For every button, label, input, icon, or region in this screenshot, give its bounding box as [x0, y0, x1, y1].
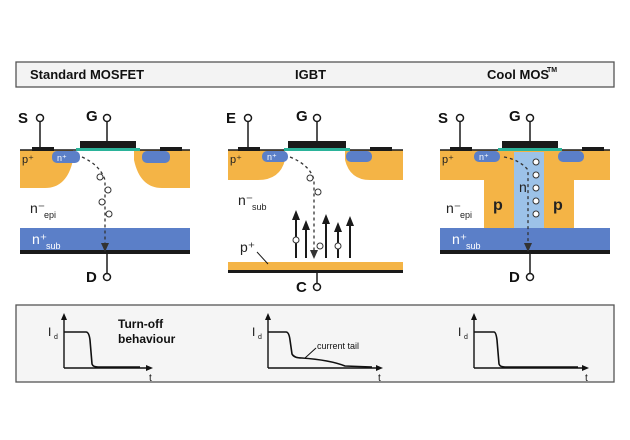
header-coolmos: Cool MOS	[487, 67, 549, 82]
mosfet-label-gate: G	[86, 108, 98, 125]
igbt-emitter-terminal	[243, 113, 253, 123]
coolmos-n-sub	[440, 228, 610, 250]
coolmos-label-drain: D	[509, 269, 520, 286]
mosfet-n-plus-left	[52, 151, 80, 163]
header-mosfet: Standard MOSFET	[30, 67, 144, 82]
mosfet-n-epi	[20, 160, 190, 228]
coolmos-label-n-sub: n⁺	[452, 231, 467, 247]
coolmos-structure	[440, 113, 610, 282]
coolmos-label-p-plus: p⁺	[442, 154, 454, 166]
igbt-collector-terminal	[312, 282, 322, 292]
coolmos-label-n-sub-sub: sub	[466, 241, 481, 251]
coolmos-p-column-right	[544, 170, 574, 228]
igbt-collector-contact	[228, 270, 403, 273]
igbt-label-n-plus: n⁺	[267, 152, 277, 162]
turnoff-plot1-id: I	[48, 325, 51, 339]
mosfet-drain-terminal	[102, 272, 112, 282]
mosfet-label-source: S	[18, 110, 28, 127]
turnoff-plot1-id-sub: d	[54, 334, 58, 341]
coolmos-n-plus-left	[474, 151, 500, 162]
turnoff-title-line2: behaviour	[118, 332, 176, 346]
coolmos-label-n-epi: n⁻	[446, 200, 461, 216]
coolmos-label-gate: G	[509, 108, 521, 125]
coolmos-label-n-column: n	[519, 179, 527, 195]
mosfet-label-n-epi-sub: epi	[44, 210, 56, 220]
turnoff-plot2-id-sub: d	[258, 334, 262, 341]
turnoff-current-tail-label: current tail	[317, 341, 359, 351]
igbt-label-gate: G	[296, 108, 308, 125]
coolmos-n-plus-right	[558, 151, 584, 162]
coolmos-label-p-right: p	[553, 197, 563, 214]
mosfet-source-terminal	[35, 113, 45, 123]
header-coolmos-tm: TM	[547, 67, 557, 74]
turnoff-plot-coolmos	[471, 313, 589, 371]
mosfet-label-n-plus: n⁺	[57, 153, 67, 163]
coolmos-source-terminal	[455, 113, 465, 123]
coolmos-label-source: S	[438, 110, 448, 127]
coolmos-label-p-left: p	[493, 197, 503, 214]
turnoff-plot2-id: I	[252, 325, 255, 339]
mosfet-gate-electrode	[80, 141, 136, 148]
igbt-label-emitter: E	[226, 110, 236, 127]
mosfet-structure	[20, 113, 190, 282]
coolmos-label-n-epi-sub: epi	[460, 210, 472, 220]
igbt-p-plus-layer	[228, 262, 403, 270]
mosfet-gate-terminal	[102, 113, 112, 123]
coolmos-gate-terminal	[525, 113, 535, 123]
header-igbt: IGBT	[295, 67, 326, 82]
igbt-n-plus-left	[262, 151, 288, 162]
coolmos-label-n-plus: n⁺	[479, 152, 489, 162]
turnoff-plot-mosfet	[61, 313, 153, 371]
igbt-label-p-plus: p⁺	[230, 154, 242, 166]
turnoff-plot1-t: t	[149, 373, 152, 384]
mosfet-n-plus-right	[142, 151, 170, 163]
turnoff-title-line1: Turn-off	[118, 317, 164, 331]
mosfet-label-n-sub: n⁺	[32, 231, 47, 247]
mosfet-label-drain: D	[86, 269, 97, 286]
igbt-n-plus-right	[346, 151, 372, 162]
igbt-n-sub	[228, 160, 403, 262]
coolmos-p-column-left	[484, 170, 514, 228]
igbt-gate-electrode	[288, 141, 346, 148]
igbt-structure	[228, 113, 403, 292]
igbt-label-n-sub-sub: sub	[252, 202, 267, 212]
coolmos-drain-terminal	[525, 272, 535, 282]
igbt-label-p-plus-bottom: p⁺	[240, 239, 255, 255]
turnoff-plot2-t: t	[378, 373, 381, 384]
turnoff-plot-igbt	[265, 313, 383, 371]
igbt-label-collector: C	[296, 279, 307, 296]
igbt-gate-terminal	[312, 113, 322, 123]
turnoff-plot3-t: t	[585, 373, 588, 384]
header-bar	[15, 61, 615, 88]
igbt-label-n-sub: n⁻	[238, 192, 253, 208]
turnoff-plot3-id-sub: d	[464, 334, 468, 341]
turnoff-plot3-id: I	[458, 325, 461, 339]
turnoff-panel	[15, 304, 615, 383]
mosfet-label-n-epi: n⁻	[30, 200, 45, 216]
coolmos-gate-electrode	[502, 141, 558, 148]
mosfet-label-n-sub-sub: sub	[46, 241, 61, 251]
mosfet-label-p-plus: p⁺	[22, 154, 34, 166]
